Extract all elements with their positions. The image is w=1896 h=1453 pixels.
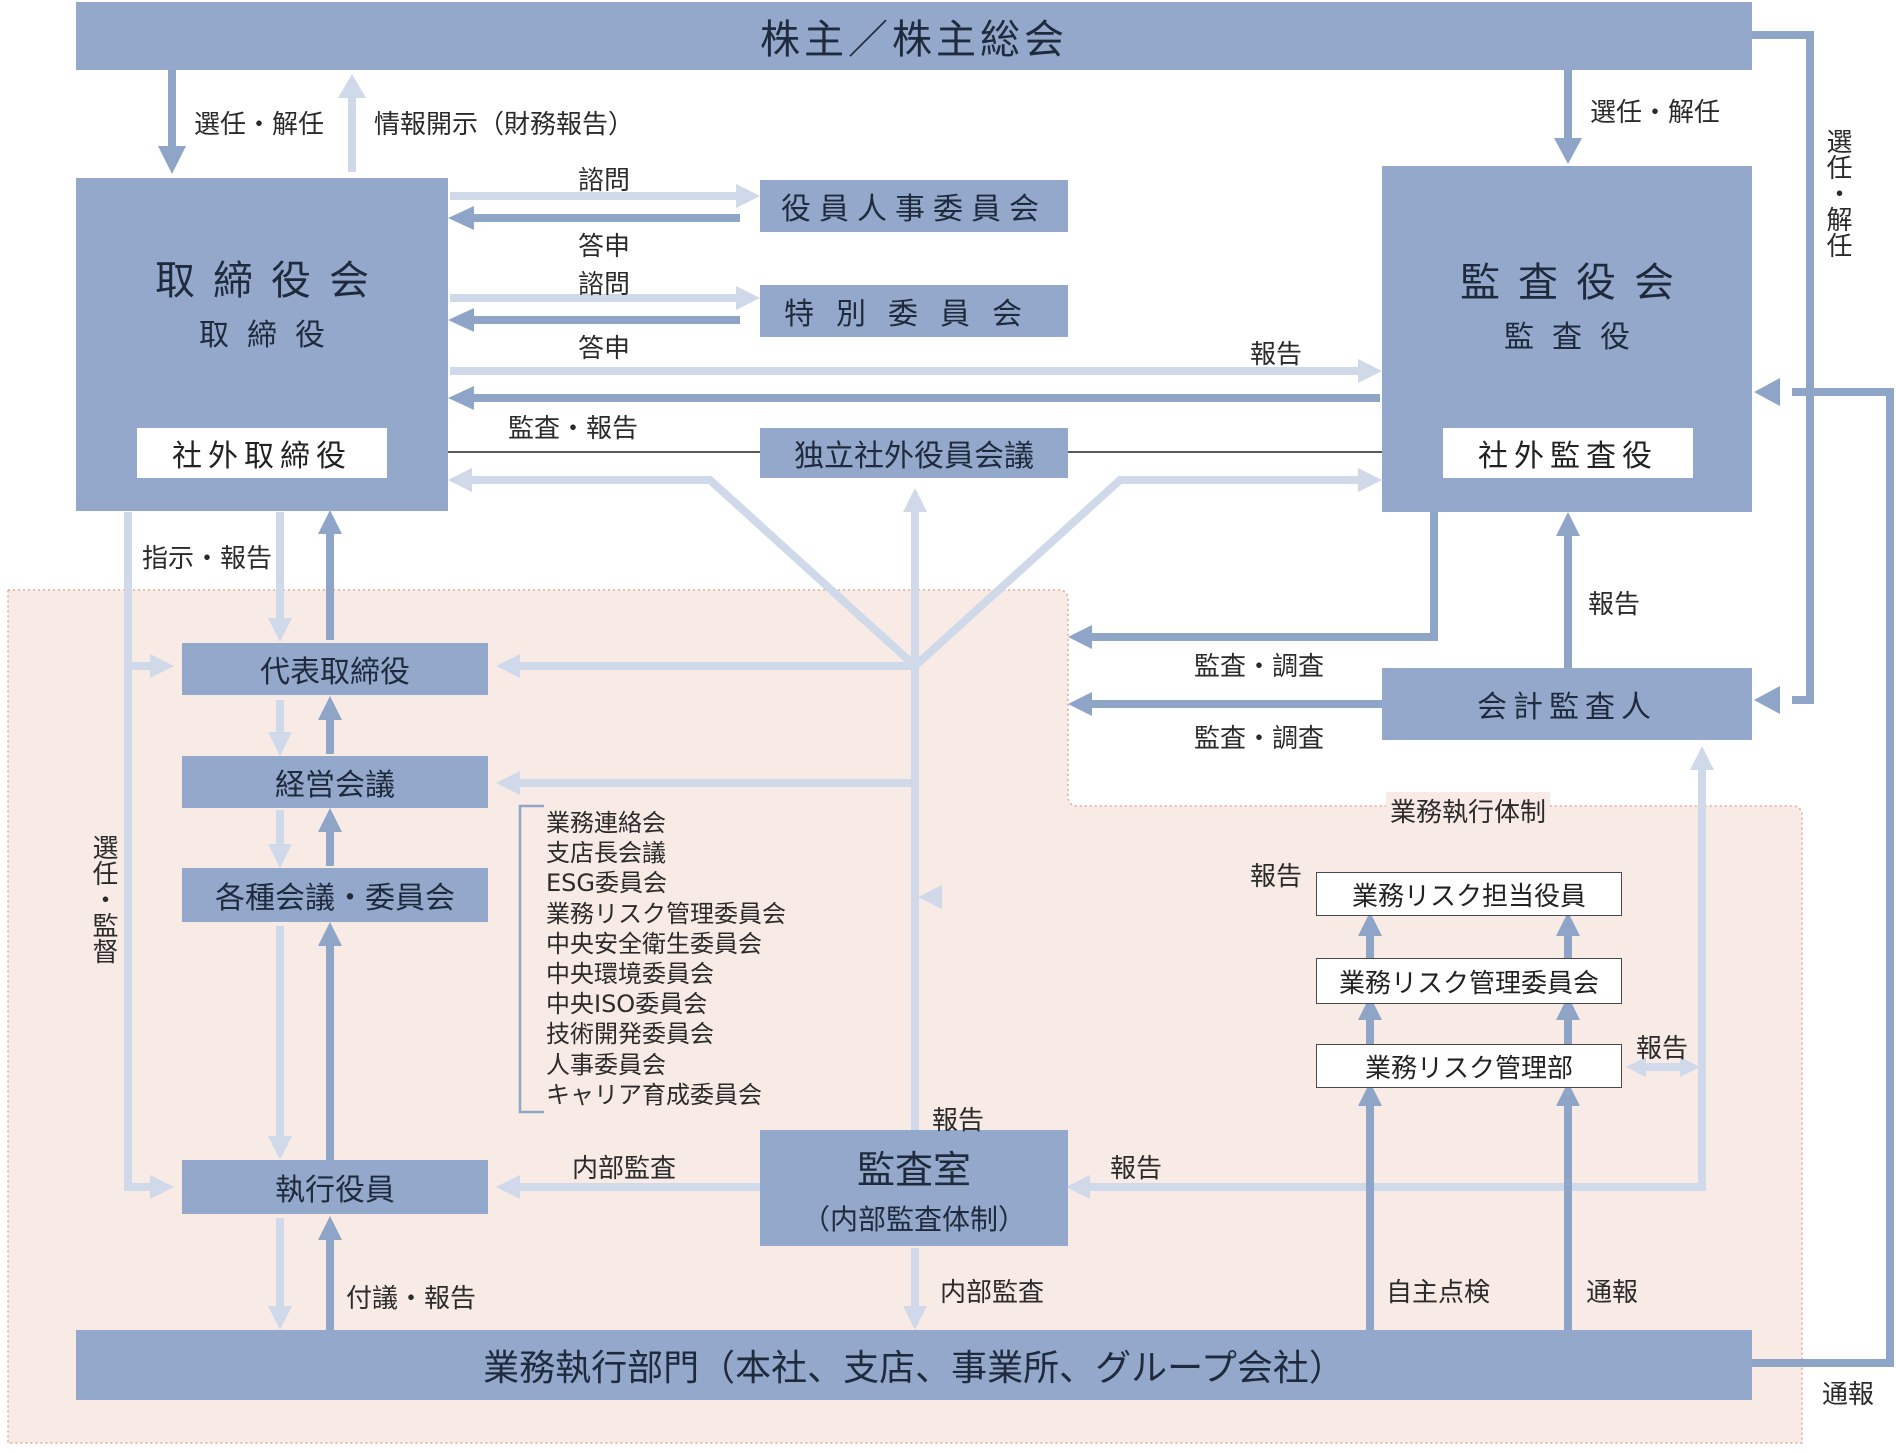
officers-label: 執行役員 (275, 1173, 395, 1208)
label-report-audit-office: 報告 (932, 1106, 985, 1136)
risk-committee-label: 業務リスク管理委員会 (1338, 968, 1599, 999)
label-elect-dismiss-auditors: 選任・解任 (1590, 98, 1721, 128)
business-units-label: 業務執行部門（本社、支店、事業所、グループ会社） (483, 1348, 1345, 1389)
risk-officer-box: 業務リスク担当役員 (1316, 872, 1622, 916)
business-units-box: 業務執行部門（本社、支店、事業所、グループ会社） (76, 1330, 1752, 1400)
label-report-board-auditors: 報告 (1250, 340, 1303, 370)
president-label: 代表取締役 (260, 655, 410, 690)
risk-officer-label: 業務リスク担当役員 (1351, 881, 1586, 912)
accounting-auditor-label: 会計監査人 (1477, 690, 1657, 725)
label-report-accounting: 報告 (1588, 590, 1641, 620)
label-disclosure: 情報開示（財務報告） (374, 110, 635, 140)
risk-department-label: 業務リスク管理部 (1364, 1053, 1573, 1084)
label-internal-audit-units: 内部監査 (940, 1278, 1045, 1308)
meetings-label: 各種会議・委員会 (215, 881, 455, 916)
meeting-list-item: 人事委員会 (546, 1050, 666, 1079)
label-internal-audit-officers: 内部監査 (572, 1154, 677, 1184)
management-meeting-box: 経営会議 (182, 756, 488, 808)
meeting-list-item: 中央環境委員会 (546, 960, 714, 989)
meeting-list-item: 中央安全衛生委員会 (546, 929, 762, 958)
nomination-committee-label: 役員人事委員会 (781, 192, 1047, 227)
meeting-list-item: 中央ISO委員会 (546, 990, 708, 1019)
meeting-list-item: 技術開発委員会 (546, 1020, 714, 1049)
management-meeting-label: 経営会議 (275, 768, 395, 803)
label-audit-investigate-2: 監査・調査 (1194, 724, 1325, 754)
label-elect-dismiss-accounting: 選任・解任 (1822, 128, 1852, 258)
officers-box: 執行役員 (182, 1160, 488, 1214)
meeting-list-item: 支店長会議 (546, 839, 666, 868)
label-self-inspection: 自主点検 (1386, 1278, 1491, 1308)
special-committee-label: 特別委員会 (784, 297, 1044, 332)
label-whistleblow-external: 通報 (1822, 1380, 1875, 1410)
label-elect-dismiss: 選任・解任 (194, 110, 325, 140)
auditors-title: 監査役会 (1460, 260, 1692, 306)
special-committee-box: 特別委員会 (760, 285, 1068, 337)
outside-directors-box: 社外取締役 (137, 428, 387, 478)
meetings-box: 各種会議・委員会 (182, 868, 488, 922)
label-reply-1: 答申 (578, 232, 631, 262)
outside-directors-label: 社外取締役 (172, 439, 352, 474)
risk-committee-box: 業務リスク管理委員会 (1316, 958, 1622, 1004)
label-consult-2: 諮問 (578, 270, 631, 300)
label-propose-report: 付議・報告 (346, 1284, 477, 1314)
shareholders-label: 株主／株主総会 (760, 17, 1068, 63)
label-report-to-audit-office: 報告 (1110, 1154, 1163, 1184)
board-title: 取締役会 (155, 258, 387, 304)
meeting-list-item: 業務リスク管理委員会 (546, 899, 786, 928)
label-elect-supervise: 選任・監督 (88, 834, 118, 964)
zone-label: 業務執行体制 (1386, 792, 1551, 829)
label-whistleblow: 通報 (1586, 1278, 1639, 1308)
meeting-list-item: ESG委員会 (546, 869, 667, 898)
label-audit-investigate-1: 監査・調査 (1194, 652, 1325, 682)
label-report-risk-department: 報告 (1636, 1034, 1689, 1064)
label-report-risk-officer: 報告 (1250, 862, 1303, 892)
accounting-auditor-box: 会計監査人 (1382, 668, 1752, 740)
meeting-list-item: キャリア育成委員会 (546, 1080, 762, 1109)
label-reply-2: 答申 (578, 334, 631, 364)
meeting-list: 業務連絡会 支店長会議 ESG委員会 業務リスク管理委員会 中央安全衛生委員会 … (546, 808, 786, 1110)
independent-officers-label: 独立社外役員会議 (794, 439, 1034, 474)
outside-auditors-box: 社外監査役 (1443, 428, 1693, 478)
risk-department-box: 業務リスク管理部 (1316, 1044, 1622, 1088)
audit-office-sub: （内部監査体制） (801, 1202, 1026, 1236)
label-instruct-report: 指示・報告 (142, 544, 273, 574)
outside-auditors-label: 社外監査役 (1478, 439, 1658, 474)
audit-office-box: 監査室 （内部監査体制） (760, 1130, 1068, 1246)
independent-officers-box: 独立社外役員会議 (760, 428, 1068, 478)
board-sub: 取締役 (199, 318, 343, 353)
audit-office-title: 監査室 (856, 1147, 971, 1192)
nomination-committee-box: 役員人事委員会 (760, 180, 1068, 232)
meeting-list-item: 業務連絡会 (546, 809, 666, 837)
label-audit-report: 監査・報告 (508, 414, 639, 444)
president-box: 代表取締役 (182, 643, 488, 695)
shareholders-box: 株主／株主総会 (76, 2, 1752, 70)
label-consult-1: 諮問 (578, 166, 631, 196)
auditors-sub: 監査役 (1504, 320, 1648, 355)
